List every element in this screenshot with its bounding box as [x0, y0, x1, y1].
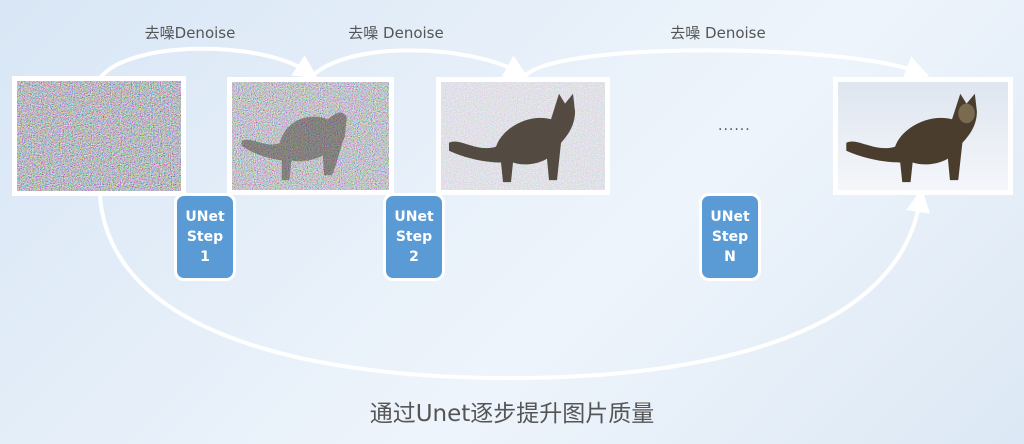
denoise-arrow-2 [310, 48, 529, 78]
clean-cat-image [833, 77, 1013, 195]
denoise-arrow-1 [98, 46, 318, 80]
step-label: Step [395, 229, 433, 245]
step-number: 1 [200, 249, 210, 265]
unet-step-1-box: UNet Step 1 [174, 193, 236, 281]
overall-arrow [98, 188, 931, 381]
noise-image-1 [12, 76, 186, 196]
denoise-label-2: 去噪 Denoise [348, 24, 444, 42]
ellipsis: ...... [718, 118, 751, 134]
unet-step-n-box: UNet Step N [699, 193, 761, 281]
step-number: N [724, 249, 736, 265]
denoise-label-3: 去噪 Denoise [670, 24, 766, 42]
denoise-arrow-3 [523, 48, 930, 79]
step-label: Step [711, 229, 749, 245]
unet-label: UNet [710, 209, 750, 225]
step-label: Step [186, 229, 224, 245]
step-number: 2 [409, 249, 419, 265]
unet-label: UNet [185, 209, 225, 225]
denoise-label-1: 去噪Denoise [144, 24, 236, 42]
unet-step-2-box: UNet Step 2 [383, 193, 445, 281]
noise-image-2 [227, 77, 394, 195]
caption: 通过Unet逐步提升图片质量 [369, 401, 655, 427]
noise-image-3 [436, 77, 610, 195]
unet-label: UNet [394, 209, 434, 225]
